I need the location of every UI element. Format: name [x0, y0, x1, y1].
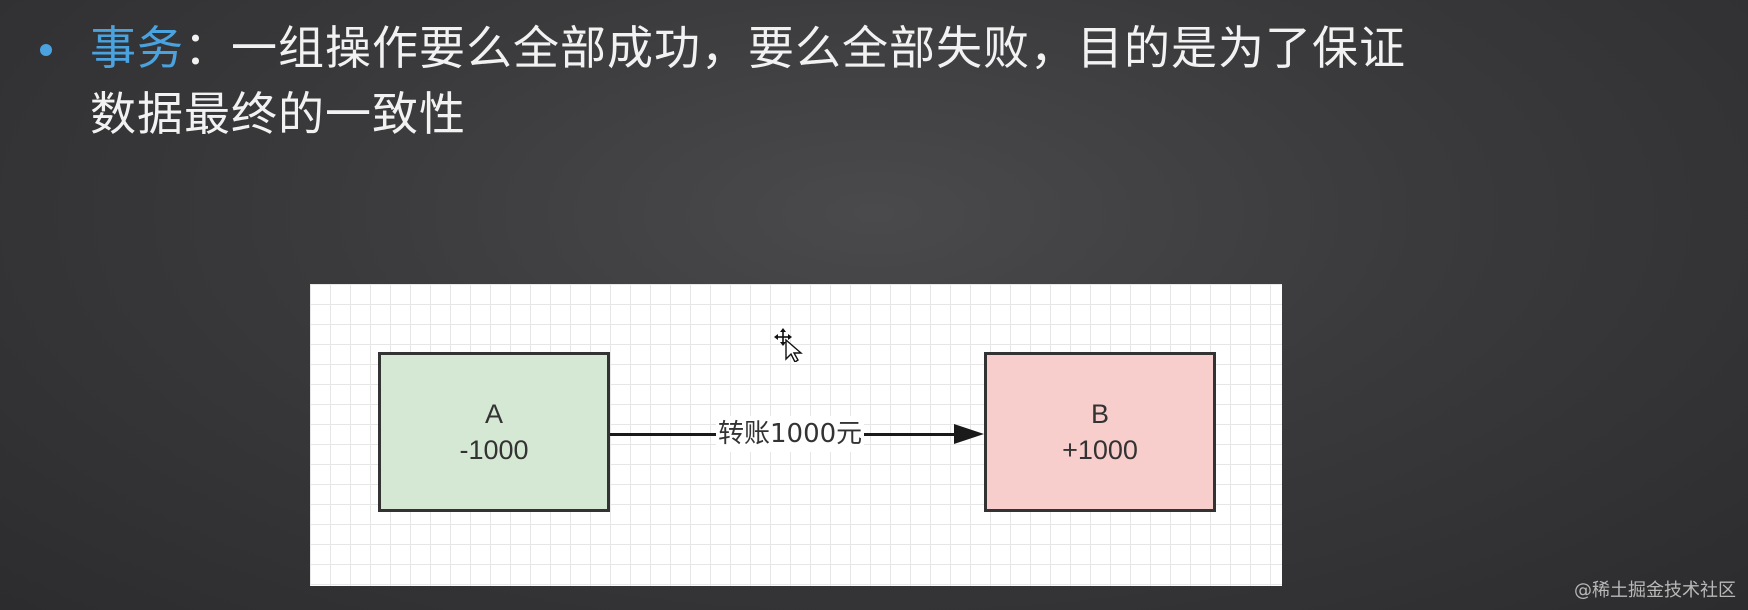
- bullet-line-1: 事务：一组操作要么全部成功，要么全部失败，目的是为了保证: [90, 18, 1406, 78]
- transfer-diagram: A -1000 转账1000元 B +1000: [310, 284, 1282, 586]
- node-b[interactable]: B +1000: [984, 352, 1216, 512]
- bullet-line-1-text: ：一组操作要么全部成功，要么全部失败，目的是为了保证: [184, 21, 1406, 75]
- bullet-keyword: 事务: [90, 21, 184, 75]
- node-a[interactable]: A -1000: [378, 352, 610, 512]
- arrow-label: 转账1000元: [716, 416, 865, 452]
- bullet-line-2: 数据最终的一致性: [90, 87, 466, 141]
- slide-bullet-text: 事务：一组操作要么全部成功，要么全部失败，目的是为了保证 数据最终的一致性: [0, 0, 1748, 200]
- bullet-dot-icon: [40, 44, 52, 56]
- node-a-name: A: [484, 399, 503, 429]
- arrow-head-icon: [954, 424, 984, 444]
- node-a-value: -1000: [459, 435, 529, 465]
- watermark: @稀土掘金技术社区: [1574, 580, 1736, 601]
- node-b-name: B: [1090, 399, 1109, 429]
- move-cursor-icon: [774, 328, 803, 362]
- node-b-value: +1000: [1062, 435, 1138, 465]
